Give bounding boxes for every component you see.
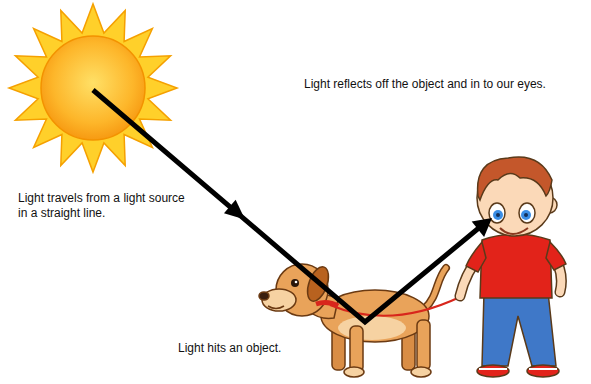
note-label: Light travels from a light source in a s… xyxy=(16,190,198,222)
note-label: Light reflects off the object and in to … xyxy=(302,76,548,93)
note-label: Light hits an object. xyxy=(176,340,283,357)
sun xyxy=(9,4,177,172)
boy xyxy=(460,157,566,377)
